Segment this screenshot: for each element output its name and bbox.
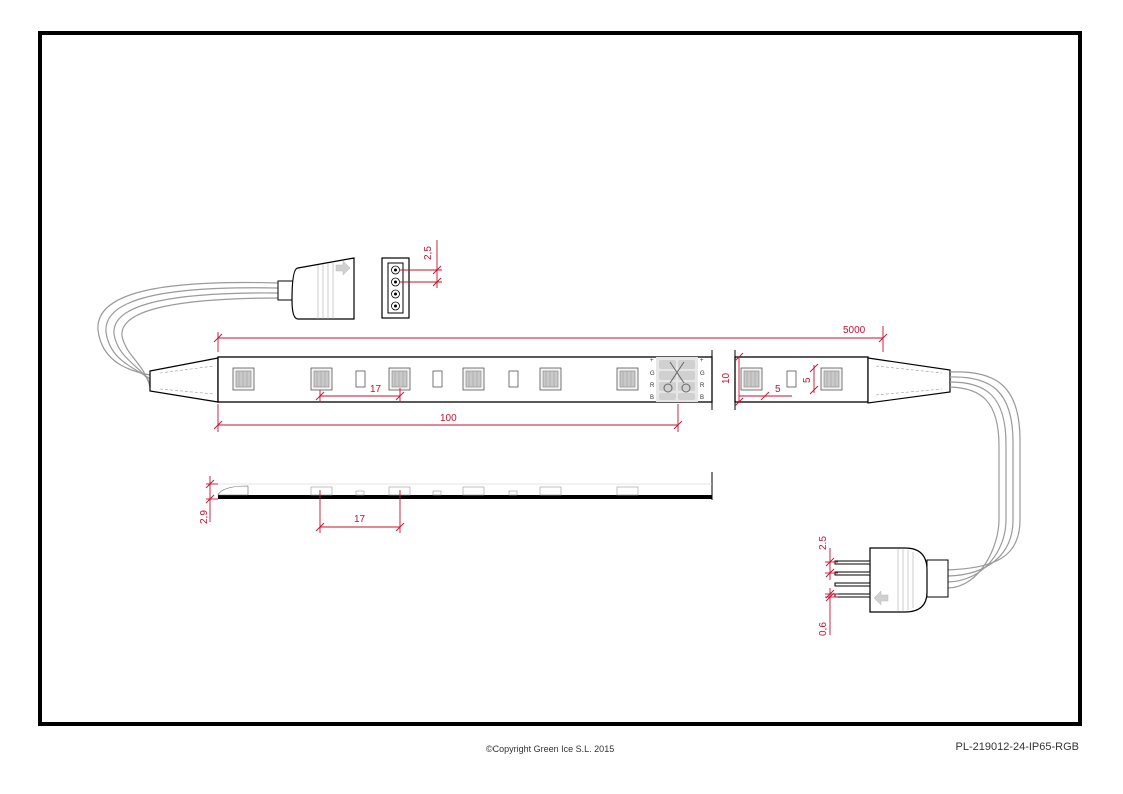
cut-section-label: 100 [440, 413, 457, 424]
socket-pitch-label: 2,5 [423, 246, 434, 260]
svg-text:R: R [700, 383, 705, 389]
strip-width-label: 10 [721, 372, 732, 384]
led-pitch-top-label: 17 [370, 384, 382, 395]
svg-text:G: G [650, 371, 655, 377]
strip-height-label: 2,9 [199, 510, 210, 524]
led-height-label: 5 [802, 377, 813, 383]
document-number: PL-219012-24-IP65-RGB [955, 741, 1079, 753]
pad-labels-right: + G R B [700, 358, 705, 401]
pin-pitch-label: 2.5 [818, 536, 829, 550]
cut-zone [656, 357, 698, 402]
arrow-right-icon [335, 260, 351, 276]
pin-pitch-dimension [825, 548, 838, 580]
strip-height-dimension [205, 476, 218, 522]
led-pitch-side-dimension [315, 490, 405, 533]
svg-text:+: + [700, 358, 704, 364]
led-height-dimension [809, 363, 819, 395]
strip-width-dimension [734, 352, 744, 407]
arrow-left-icon [873, 590, 889, 606]
led-pitch-side-label: 17 [354, 514, 366, 525]
right-cable [947, 371, 1021, 589]
led-width-dimension [739, 391, 792, 401]
drawing-frame [38, 31, 1082, 726]
left-end-cap [149, 357, 219, 403]
total-length-label: 5000 [843, 325, 866, 336]
svg-text:B: B [700, 395, 704, 401]
cut-section-dimension [213, 404, 683, 432]
pin-diameter-label: 0,6 [818, 622, 829, 636]
right-end-cap [867, 357, 951, 404]
svg-text:+: + [650, 358, 654, 364]
connector-pins [834, 560, 871, 598]
svg-text:B: B [650, 395, 654, 401]
svg-text:R: R [650, 383, 655, 389]
pin-diameter-dimension [825, 588, 838, 635]
socket-pitch-dimension [399, 240, 442, 288]
svg-text:G: G [700, 371, 705, 377]
male-connector [869, 547, 949, 613]
led-width-label: 5 [775, 384, 781, 395]
socket-face [381, 257, 410, 319]
led-pitch-top-dimension [315, 388, 405, 402]
pad-labels-left: + G R B [650, 358, 655, 401]
scissors-icon [663, 361, 691, 393]
strip-side-view [217, 472, 713, 500]
female-connector [277, 257, 355, 320]
total-length-dimension [213, 326, 888, 352]
copyright-text: ©Copyright Green Ice S.L. 2015 [486, 744, 615, 754]
left-cable [97, 281, 279, 388]
